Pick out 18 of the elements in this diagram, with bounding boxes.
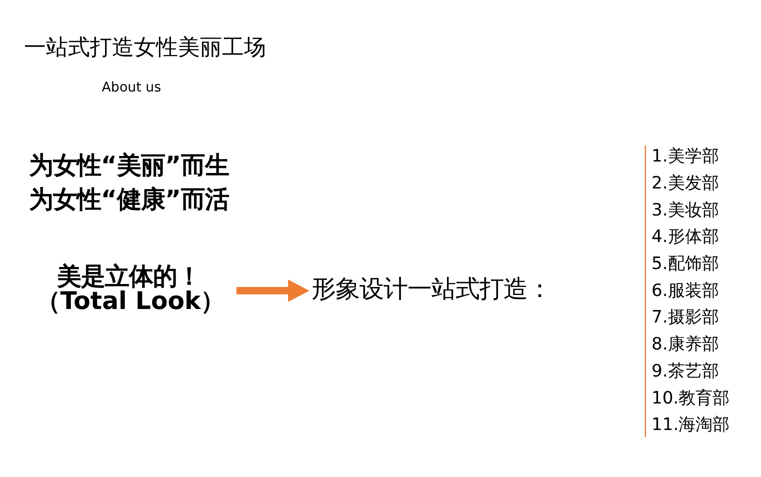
node-text: 形象设计一站式打造： xyxy=(312,274,552,303)
label: 8.康养部 xyxy=(652,334,719,355)
arrow xyxy=(236,280,310,302)
label: 10.教育部 xyxy=(652,388,730,408)
label: 为女性“健康”而活 xyxy=(28,184,230,214)
label: 为女性“美丽”而生 xyxy=(28,150,230,180)
label: 4.形体部 xyxy=(652,227,719,248)
label: 1.美学部 xyxy=(652,146,719,167)
label: 6.服装部 xyxy=(652,280,719,301)
label: 9.茶艺部 xyxy=(652,361,719,382)
label: 11.海淘部 xyxy=(652,415,730,436)
label: 2.美发部 xyxy=(652,173,719,194)
label: 3.美妆部 xyxy=(652,200,719,220)
label: 5.配饰部 xyxy=(652,254,719,274)
diagram-title: 一站式打造女性美丽工场 xyxy=(24,35,266,60)
node-text: 美是立体的！ （Total Look） xyxy=(36,262,225,315)
label: 7.摄影部 xyxy=(652,308,719,328)
label: About us xyxy=(102,80,162,96)
